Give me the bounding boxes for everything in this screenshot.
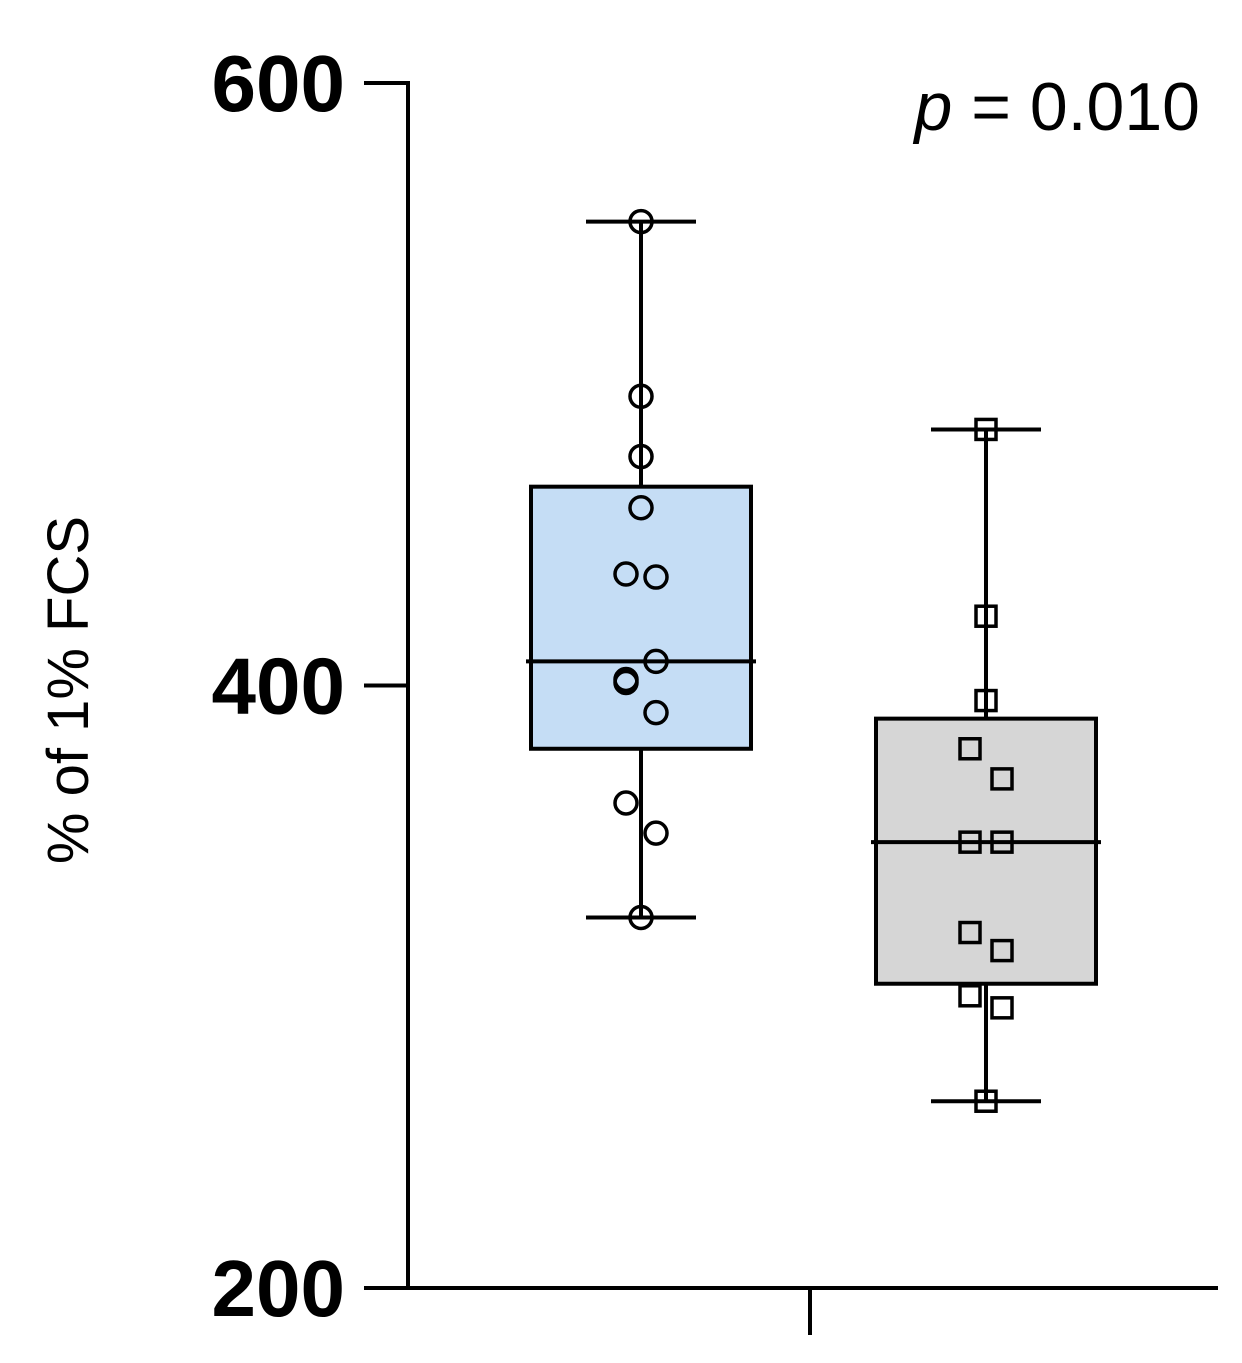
data-point bbox=[958, 737, 982, 761]
group-2 bbox=[871, 417, 1101, 1113]
y-tick-label-400: 400 bbox=[212, 642, 345, 731]
data-point bbox=[628, 904, 654, 931]
data-point bbox=[643, 699, 669, 726]
data-point bbox=[613, 561, 639, 587]
data-point bbox=[990, 996, 1014, 1020]
data-point bbox=[628, 443, 654, 470]
data-point bbox=[613, 790, 639, 816]
data-point bbox=[958, 920, 982, 945]
y-tick-label-200: 200 bbox=[212, 1244, 345, 1333]
p-value-annotation: p = 0.010 bbox=[913, 69, 1201, 145]
y-axis: 200 400 600 bbox=[212, 39, 410, 1333]
data-point bbox=[628, 383, 654, 410]
y-tick-label-600: 600 bbox=[212, 39, 345, 128]
data-point bbox=[974, 1089, 998, 1113]
data-point bbox=[974, 417, 998, 442]
data-point bbox=[974, 604, 998, 628]
data-point bbox=[643, 820, 669, 846]
data-point bbox=[643, 564, 669, 590]
data-point bbox=[628, 208, 654, 235]
data-point bbox=[990, 767, 1014, 791]
x-axis bbox=[408, 1286, 1218, 1335]
group-1 bbox=[526, 208, 756, 931]
data-point bbox=[958, 984, 982, 1008]
y-axis-label: % of 1% FCS bbox=[36, 516, 101, 864]
data-point bbox=[613, 666, 639, 693]
data-point bbox=[990, 938, 1014, 963]
p-value-text: = 0.010 bbox=[952, 69, 1200, 145]
box-groups bbox=[526, 208, 1101, 1113]
data-point bbox=[628, 495, 654, 521]
iqr-box bbox=[529, 484, 753, 751]
iqr-box bbox=[874, 716, 1098, 986]
data-point bbox=[974, 688, 998, 713]
p-symbol: p bbox=[913, 69, 953, 145]
